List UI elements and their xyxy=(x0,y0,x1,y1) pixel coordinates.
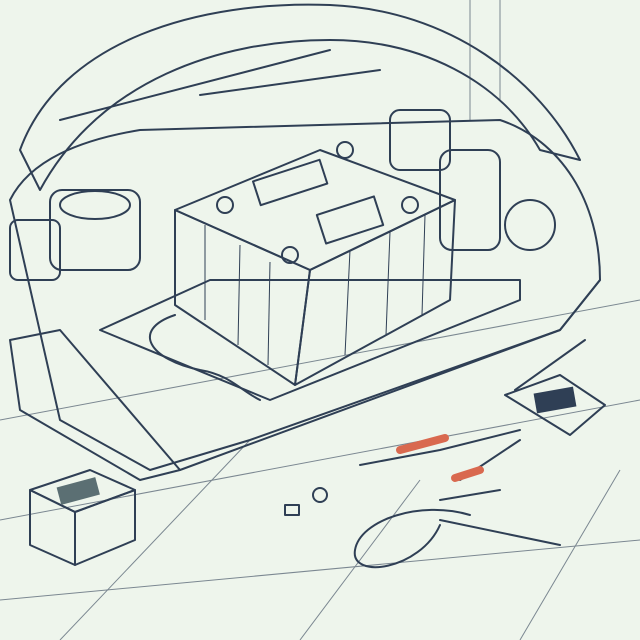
cable-icon xyxy=(149,314,261,401)
engine-components-right xyxy=(389,109,556,251)
battery-terminals xyxy=(216,141,419,264)
wiper xyxy=(59,49,381,121)
fender-edge xyxy=(179,279,601,471)
fuse xyxy=(284,504,300,516)
multimeter-icon xyxy=(504,339,606,436)
screwdriver-icon xyxy=(439,519,561,546)
small-battery xyxy=(29,469,136,566)
open-hood xyxy=(19,3,581,191)
battery-icon xyxy=(174,141,456,386)
engine-bay xyxy=(9,119,601,471)
fender xyxy=(9,329,181,481)
pliers-icon xyxy=(359,429,521,501)
engine-components-left xyxy=(9,189,141,281)
nut xyxy=(312,487,328,503)
test-lead-cable xyxy=(353,508,471,569)
